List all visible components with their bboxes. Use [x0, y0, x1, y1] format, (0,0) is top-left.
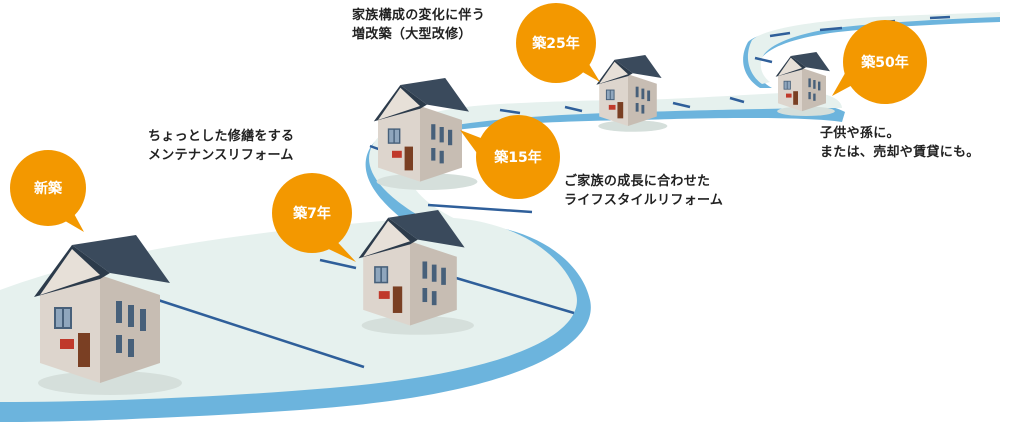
- caption-maintenance-line2: メンテナンスリフォーム: [148, 148, 294, 163]
- road-dash: [157, 298, 365, 369]
- road-top-surface-arc: [747, 12, 1000, 84]
- caption-extension-line2: 増改築（大型改修）: [352, 27, 472, 42]
- caption-lifestyle: ご家族の成長に合わせた ライフスタイルリフォーム: [564, 172, 723, 210]
- caption-extension: 家族構成の変化に伴う 増改築（大型改修）: [352, 6, 485, 44]
- bubble-label-15-years: 築15年: [493, 149, 541, 166]
- road-dash: [427, 203, 533, 214]
- caption-extension-line1: 家族構成の変化に伴う: [352, 8, 486, 23]
- caption-inherit-line1: 子供や孫に。: [820, 126, 900, 141]
- road-dash: [819, 26, 843, 32]
- caption-inherit-line2: または、売却や賃貸にも。: [820, 145, 980, 160]
- bubble-label-new: 新築: [34, 180, 63, 197]
- bubble-label-50-years: 築50年: [860, 54, 908, 71]
- caption-inherit: 子供や孫に。 または、売却や賃貸にも。: [820, 124, 980, 162]
- road-dash: [729, 96, 745, 104]
- road-dash: [445, 273, 575, 315]
- bubble-25-years: 築25年: [516, 3, 600, 83]
- bubble-label-7-years: 築7年: [292, 205, 331, 222]
- road-dash: [319, 258, 357, 270]
- road-dash: [929, 15, 951, 20]
- bubble-new: 新築: [10, 150, 86, 232]
- road-dash: [769, 31, 791, 38]
- caption-lifestyle-line1: ご家族の成長に合わせた: [564, 174, 711, 189]
- road-side-top-arc: [743, 16, 1000, 88]
- bubble-7-years: 築7年: [272, 173, 356, 262]
- bubble-50-years: 築50年: [832, 20, 927, 104]
- bubble-15-years: 築15年: [460, 115, 560, 199]
- caption-maintenance: ちょっとした修繕をする メンテナンスリフォーム: [148, 127, 294, 165]
- bubble-label-25-years: 築25年: [531, 35, 579, 52]
- road-dash: [754, 56, 773, 64]
- road-dash: [672, 101, 691, 109]
- road-dash: [564, 105, 583, 113]
- caption-lifestyle-line2: ライフスタイルリフォーム: [564, 193, 724, 208]
- caption-maintenance-line1: ちょっとした修繕をする: [148, 129, 295, 144]
- road-dash: [499, 108, 521, 115]
